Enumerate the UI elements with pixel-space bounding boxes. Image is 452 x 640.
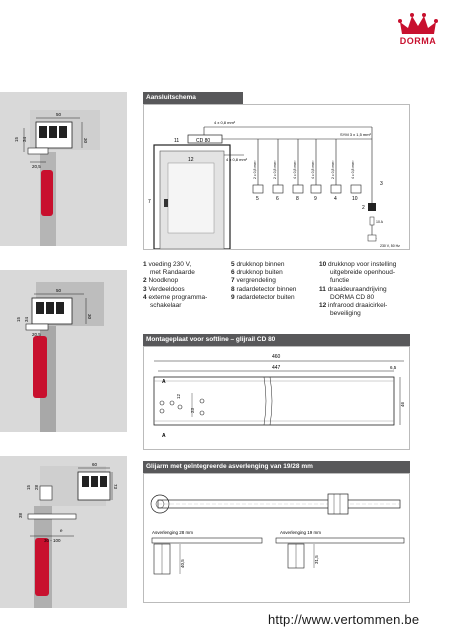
dim-label: 60 xyxy=(92,462,98,467)
dim-label: 15 xyxy=(16,316,21,322)
dim-label: 30 xyxy=(87,314,92,320)
dorma-logo: DORMA xyxy=(392,12,444,48)
crown-icon xyxy=(398,13,438,34)
legend-item: functie xyxy=(330,277,350,285)
dim-label: 460 xyxy=(272,354,281,360)
door-closer-diagram-2: 50 30 15 34 20,5 xyxy=(0,270,127,432)
door-closer-diagram-3: 60 73 15 28 38 e 30 - 100 xyxy=(0,456,127,608)
wiring-diagram: CD 80 11 12 7 4 x 0,8 mm² SYM 3 x 1,5 mm… xyxy=(143,104,410,250)
callout-number: 4 xyxy=(334,196,337,202)
dim-label: 31,5 xyxy=(314,555,319,564)
legend-item: DORMA CD 80 xyxy=(330,293,375,301)
dim-label: 6,5 xyxy=(390,365,397,370)
dim-label: 46 xyxy=(400,401,405,407)
callout-number: 12 xyxy=(188,157,194,163)
dim-label: 15 xyxy=(26,484,31,490)
legend-col-2: 5 drukknop binnen 6 drukknop buiten 7 ve… xyxy=(231,261,317,302)
legend-item: schakelaar xyxy=(150,302,182,310)
dim-label: 20,5 xyxy=(32,164,41,169)
section-title-montageplaat: Montageplaat voor softline – glijrail CD… xyxy=(143,334,410,346)
section-marker: A xyxy=(162,379,166,385)
legend-col-3: 10 drukknop voor instelling uitgebreide … xyxy=(319,261,414,318)
legend-item: uitgebreide openhoud- xyxy=(330,269,396,277)
callout-number: 5 xyxy=(256,196,259,202)
legend-item: 9 radardetector buiten xyxy=(231,293,295,301)
dim-label: 15 xyxy=(14,136,19,142)
cable-label: 4 x 0,8 mm² xyxy=(214,120,236,125)
legend-item: 2 Noodknop xyxy=(143,277,179,285)
callout-number: 3 xyxy=(380,181,383,187)
dim-label: 40,5 xyxy=(180,559,185,568)
callout-number: 11 xyxy=(174,138,179,144)
dim-label: e xyxy=(60,528,63,533)
callout-number: 8 xyxy=(296,196,299,202)
legend-item: met Randaarde xyxy=(150,269,195,277)
dim-label: 447 xyxy=(272,365,281,371)
cable-label: SYM 3 x 1,5 mm² xyxy=(340,132,372,137)
cable-label: 4 x 0,8 mm² xyxy=(311,160,315,179)
legend-col-1: 1 voeding 230 V, met Randaarde 2 Noodkno… xyxy=(143,261,227,310)
fuse-label: 10 A xyxy=(376,220,384,224)
legend-item: 12 infrarood draaicirkel- xyxy=(319,302,388,310)
legend-item: 8 radardetector binnen xyxy=(231,285,297,293)
section-title-aansluitschema: Aansluitschema xyxy=(143,92,243,104)
dim-label: 34 xyxy=(24,316,29,322)
dim-label: 73 xyxy=(113,484,118,490)
legend-item: 5 drukknop binnen xyxy=(231,261,285,268)
dim-label: 50 xyxy=(56,288,62,293)
legend-item: beveiliging xyxy=(330,310,361,318)
dim-label: 23 xyxy=(190,407,195,413)
dim-label: 34 xyxy=(22,136,27,142)
section-marker: A xyxy=(162,433,166,439)
section-title-glijarm: Glijarm met geïntegreerde asverlenging v… xyxy=(143,461,410,473)
brand-name: DORMA xyxy=(399,36,437,46)
slide-arm-drawing: Asverlenging 28 mm Asverlenging 19 mm 40… xyxy=(143,473,410,603)
callout-number: 2 xyxy=(362,205,365,211)
dim-label: 28 xyxy=(34,484,39,490)
unit-label: CD 80 xyxy=(196,138,210,144)
dim-label: 30 - 100 xyxy=(44,538,61,543)
legend-item: 11 draaideuraandrijving xyxy=(319,285,387,293)
cable-label: 4 x 0,8 mm² xyxy=(351,160,355,179)
callout-number: 9 xyxy=(314,196,317,202)
dim-label: 50 xyxy=(56,112,62,117)
cable-label: 2 x 0,8 mm² xyxy=(331,160,335,179)
cable-label: 2 x 0,8 mm² xyxy=(253,160,257,179)
callout-number: 6 xyxy=(276,196,279,202)
callout-number: 10 xyxy=(352,196,358,202)
legend-item: 7 vergrendeling xyxy=(231,277,276,285)
extension-label: Asverlenging 28 mm xyxy=(152,530,193,535)
voltage-label: 230 V, 50 Hz xyxy=(380,244,400,248)
legend-item: 1 voeding 230 V, xyxy=(143,261,192,268)
door-closer-diagram-1: 50 30 15 34 20,5 xyxy=(0,92,127,246)
footer-url[interactable]: http://www.vertommen.be xyxy=(268,612,420,627)
extension-label: Asverlenging 19 mm xyxy=(280,530,321,535)
dim-label: 12 xyxy=(176,393,181,399)
dim-label: 30 xyxy=(83,138,88,144)
legend-item: 6 drukknop buiten xyxy=(231,269,283,277)
legend-item: 4 externe programma- xyxy=(143,293,208,301)
dim-label: 38 xyxy=(18,512,23,518)
callout-number: 7 xyxy=(148,199,151,205)
dim-label: 20,5 xyxy=(32,332,41,337)
cable-label: 2 x 0,8 mm² xyxy=(273,160,277,179)
cable-label: 4 x 0,8 mm² xyxy=(226,157,248,162)
mounting-plate-drawing: 460 447 6,5 23 12 46 A A xyxy=(143,346,410,450)
legend-item: 3 Verdeeldoos xyxy=(143,285,185,293)
legend-item: 10 drukknop voor instelling xyxy=(319,261,397,268)
cable-label: 4 x 0,8 mm² xyxy=(293,160,297,179)
